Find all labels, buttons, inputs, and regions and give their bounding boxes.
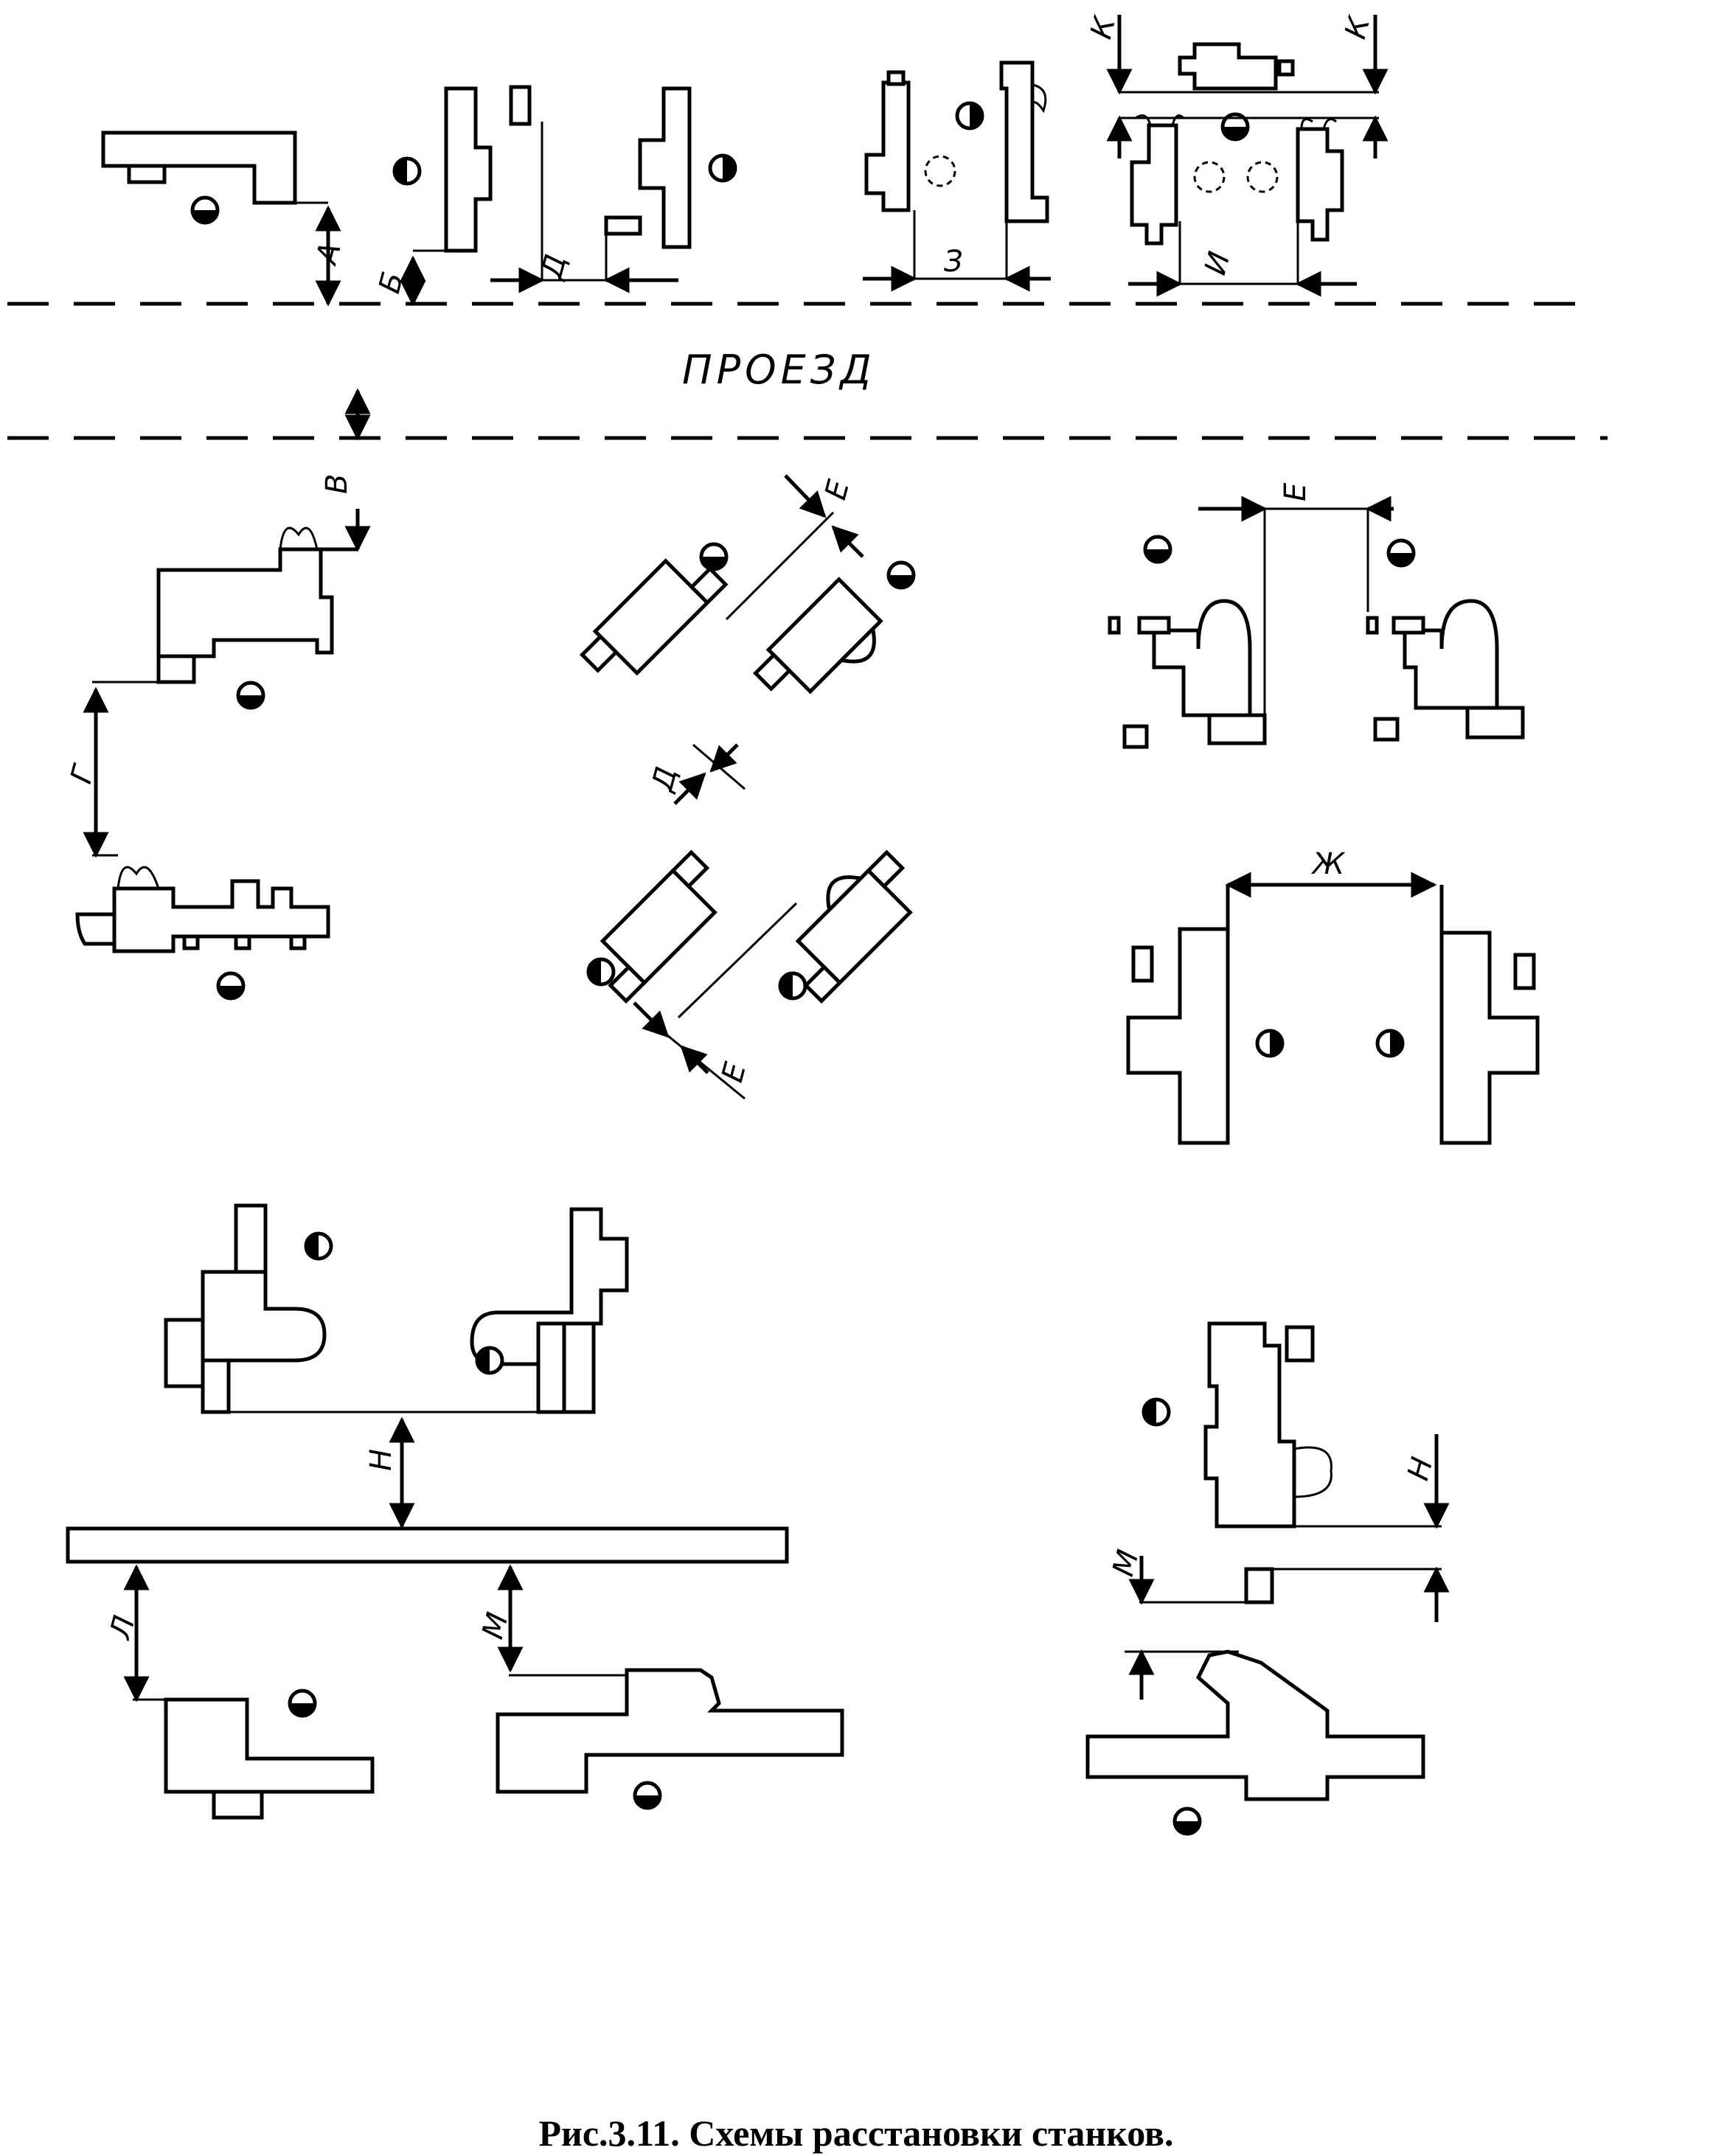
dim-label-e: Е (819, 476, 856, 504)
machine-outline (201, 1270, 327, 1414)
dim-label-k-2: К (1338, 13, 1377, 43)
machine-outline (1178, 42, 1278, 91)
aisle-label: ПРОЕЗД (682, 347, 876, 393)
machine-part (127, 164, 167, 184)
machine-outline (1130, 123, 1178, 246)
operator-icon (701, 544, 726, 569)
machine-outline (1152, 599, 1252, 717)
machine-part (886, 70, 906, 86)
machine-part (604, 215, 642, 236)
operator-icon (477, 1348, 502, 1373)
operator-icon (1175, 1809, 1200, 1834)
operator-icon (889, 563, 914, 588)
aisle: ПРОЕЗД (7, 302, 1608, 440)
dim-label-z: З (944, 245, 963, 279)
machine-outline (1296, 127, 1344, 242)
machine-outline (112, 879, 330, 953)
dim-label-k: К (1084, 13, 1122, 43)
machine-part (156, 654, 196, 684)
operator-icon (635, 1783, 660, 1808)
dim-label-zh: Ж (1310, 847, 1346, 881)
machine-outline (164, 1697, 375, 1794)
figure-caption: Рис.3.11. Схемы расстановки станков. (538, 2112, 1173, 2154)
machine-outline (470, 1207, 629, 1414)
machine-part (509, 85, 532, 126)
dim-label-e-2: Е (715, 1059, 753, 1086)
dim-label-d-2: Д (645, 763, 684, 796)
scheme-a: А (101, 131, 348, 307)
dim-label-e-3: Е (1279, 482, 1313, 501)
operator-icon (306, 1234, 331, 1259)
machine-outline (999, 60, 1049, 223)
scheme-v-g: В Г (64, 388, 371, 998)
operator-icon (1389, 540, 1414, 566)
operator-icon (218, 973, 243, 998)
machine-outline (600, 868, 717, 986)
scheme-k-i: К К И (1084, 13, 1389, 297)
scheme-e-right: Е (1108, 482, 1525, 749)
operator-icon (1145, 537, 1170, 562)
operator-icon (588, 959, 614, 984)
scheme-zh: Ж (1126, 847, 1540, 1145)
operator-icon (710, 156, 735, 181)
machine-outline (1403, 599, 1499, 710)
machine-outline (444, 86, 493, 253)
operator-icon (395, 159, 420, 184)
dim-label-n: Н (364, 1449, 398, 1471)
machine-outline (1203, 1321, 1296, 1529)
scheme-n-l-m: Н Л М (66, 1203, 844, 1820)
operator-icon (290, 1691, 315, 1716)
operator-icon (1144, 1399, 1169, 1425)
operator-icon (238, 683, 263, 708)
dim-label-v: В (320, 474, 354, 494)
operator-icon (192, 198, 218, 223)
operator-icon (1377, 1031, 1403, 1056)
scheme-d-e: Е Д Е (580, 474, 928, 1100)
dim-label-m-2: М (1106, 1546, 1145, 1579)
machine-part (1277, 59, 1295, 77)
machine-outline (156, 547, 334, 658)
machine-outline (638, 86, 692, 249)
scheme-z: З (863, 60, 1051, 292)
dim-label-b: Б (372, 268, 411, 296)
scheme-b-d: Б Д (372, 85, 735, 307)
scheme-n-m-right: Н М (1085, 1321, 1450, 1834)
machine-outline (496, 1668, 844, 1794)
dim-label-i: И (1198, 248, 1237, 279)
machine-outline (1085, 1649, 1425, 1801)
conveyor-bar (66, 1526, 789, 1564)
machine-outline (864, 80, 911, 212)
dim-label-n-2: Н (1401, 1454, 1439, 1484)
machine-outline (1439, 885, 1540, 1145)
operator-icon (957, 103, 982, 128)
operator-icon (780, 973, 805, 998)
machine-outline (1126, 885, 1230, 1145)
operator-icon (1257, 1031, 1282, 1056)
